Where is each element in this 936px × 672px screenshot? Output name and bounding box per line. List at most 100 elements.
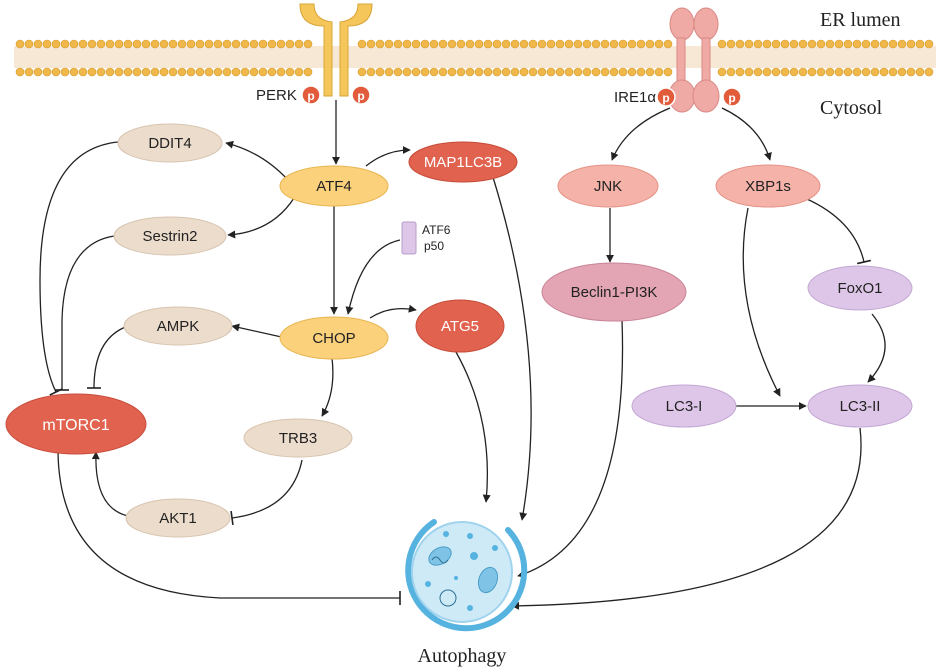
lipid-head (96, 39, 106, 49)
lipid-head (843, 67, 853, 77)
lipid-head (870, 67, 880, 77)
er-membrane (14, 39, 936, 77)
lipid-head (582, 39, 592, 49)
lipid-head (483, 39, 493, 49)
p50-label: p50 (424, 239, 444, 253)
lipid-head (807, 67, 817, 77)
lipid-head (276, 67, 286, 77)
lipid-head (375, 39, 385, 49)
lipid-head (447, 39, 457, 49)
lipid-head (852, 67, 862, 77)
perk-receptor: PERK p p (256, 3, 373, 105)
lipid-head (654, 67, 664, 77)
lipid-head (132, 67, 142, 77)
node-atf4: ATF4 (279, 165, 389, 207)
lipid-head (879, 67, 889, 77)
lipid-head (474, 39, 484, 49)
lipid-head (105, 39, 115, 49)
svg-text:p: p (307, 89, 314, 103)
lipid-head (24, 67, 34, 77)
lipid-head (267, 67, 277, 77)
lipid-head (744, 39, 754, 49)
lipid-head (780, 39, 790, 49)
lipid-head (15, 67, 25, 77)
foxo1-label: FoxO1 (837, 280, 882, 297)
lipid-head (537, 67, 547, 77)
lipid-head (393, 67, 403, 77)
lipid-head (528, 67, 538, 77)
lipid-head (924, 39, 934, 49)
lipid-head (501, 39, 511, 49)
lipid-head (114, 67, 124, 77)
edge-ddit4-mtorc1 (39, 141, 119, 396)
edge-akt1-mtorc1 (91, 451, 129, 517)
lipid-head (249, 67, 259, 77)
lipid-head (240, 39, 250, 49)
lipid-head (834, 67, 844, 77)
lipid-head (726, 39, 736, 49)
edge-mtorc1-autophagy (57, 451, 401, 605)
lipid-head (591, 39, 601, 49)
node-map1lc3b: MAP1LC3B (408, 141, 518, 183)
lipid-head (825, 67, 835, 77)
lipid-head (753, 39, 763, 49)
lipid-head (474, 67, 484, 77)
lipid-head (402, 39, 412, 49)
lipid-head (537, 39, 547, 49)
lc3-ii-label: LC3-II (840, 398, 881, 415)
lipid-head (285, 39, 295, 49)
edge-map1lc3b-autophagy (491, 173, 532, 521)
lipid-head (42, 39, 52, 49)
lipid-head (771, 67, 781, 77)
edge-sestrin2-mtorc1 (55, 235, 115, 391)
lipid-head (888, 67, 898, 77)
lipid-head (906, 67, 916, 77)
node-lc3-i: LC3-I (631, 384, 737, 428)
lipid-head (186, 67, 196, 77)
node-akt1: AKT1 (125, 498, 231, 538)
lipid-head (789, 67, 799, 77)
lipid-head (735, 67, 745, 77)
lipid-head (276, 39, 286, 49)
lipid-head (267, 39, 277, 49)
lipid-head (654, 39, 664, 49)
lipid-head (69, 67, 79, 77)
lipid-head (411, 39, 421, 49)
lipid-head (915, 67, 925, 77)
lipid-head (483, 67, 493, 77)
lipid-head (222, 39, 232, 49)
lipid-head (897, 67, 907, 77)
lipid-head (519, 39, 529, 49)
lipid-head (114, 39, 124, 49)
lipid-head (294, 67, 304, 77)
lipid-head (546, 67, 556, 77)
atf6-label: ATF6 (422, 223, 451, 237)
lipid-head (645, 39, 655, 49)
lipid-head (924, 67, 934, 77)
lipid-head (240, 67, 250, 77)
lipid-head (222, 67, 232, 77)
autophagy-label: Autophagy (418, 645, 507, 667)
lipid-head (852, 39, 862, 49)
lipid-head (213, 39, 223, 49)
lipid-head (609, 39, 619, 49)
lipid-head (60, 67, 70, 77)
lipid-head (600, 67, 610, 77)
lipid-head (735, 39, 745, 49)
lipid-head (492, 39, 502, 49)
lipid-head (141, 39, 151, 49)
node-beclin1-pi3k: Beclin1-PI3K (541, 262, 687, 322)
lipid-head (384, 39, 394, 49)
lipid-head (663, 67, 673, 77)
lipid-head (744, 67, 754, 77)
edge-lc3ii-autophagy (511, 427, 862, 610)
lipid-head (555, 39, 565, 49)
lipid-head (249, 39, 259, 49)
node-atf6-p50: ATF6 p50 (401, 221, 451, 255)
lipid-head (906, 39, 916, 49)
lipid-head (411, 67, 421, 77)
ire1a-phospho-left: p (656, 87, 676, 107)
edge-chop-atg5 (369, 304, 417, 319)
node-xbp1s: XBP1s (715, 164, 821, 208)
node-atg5: ATG5 (415, 299, 505, 353)
